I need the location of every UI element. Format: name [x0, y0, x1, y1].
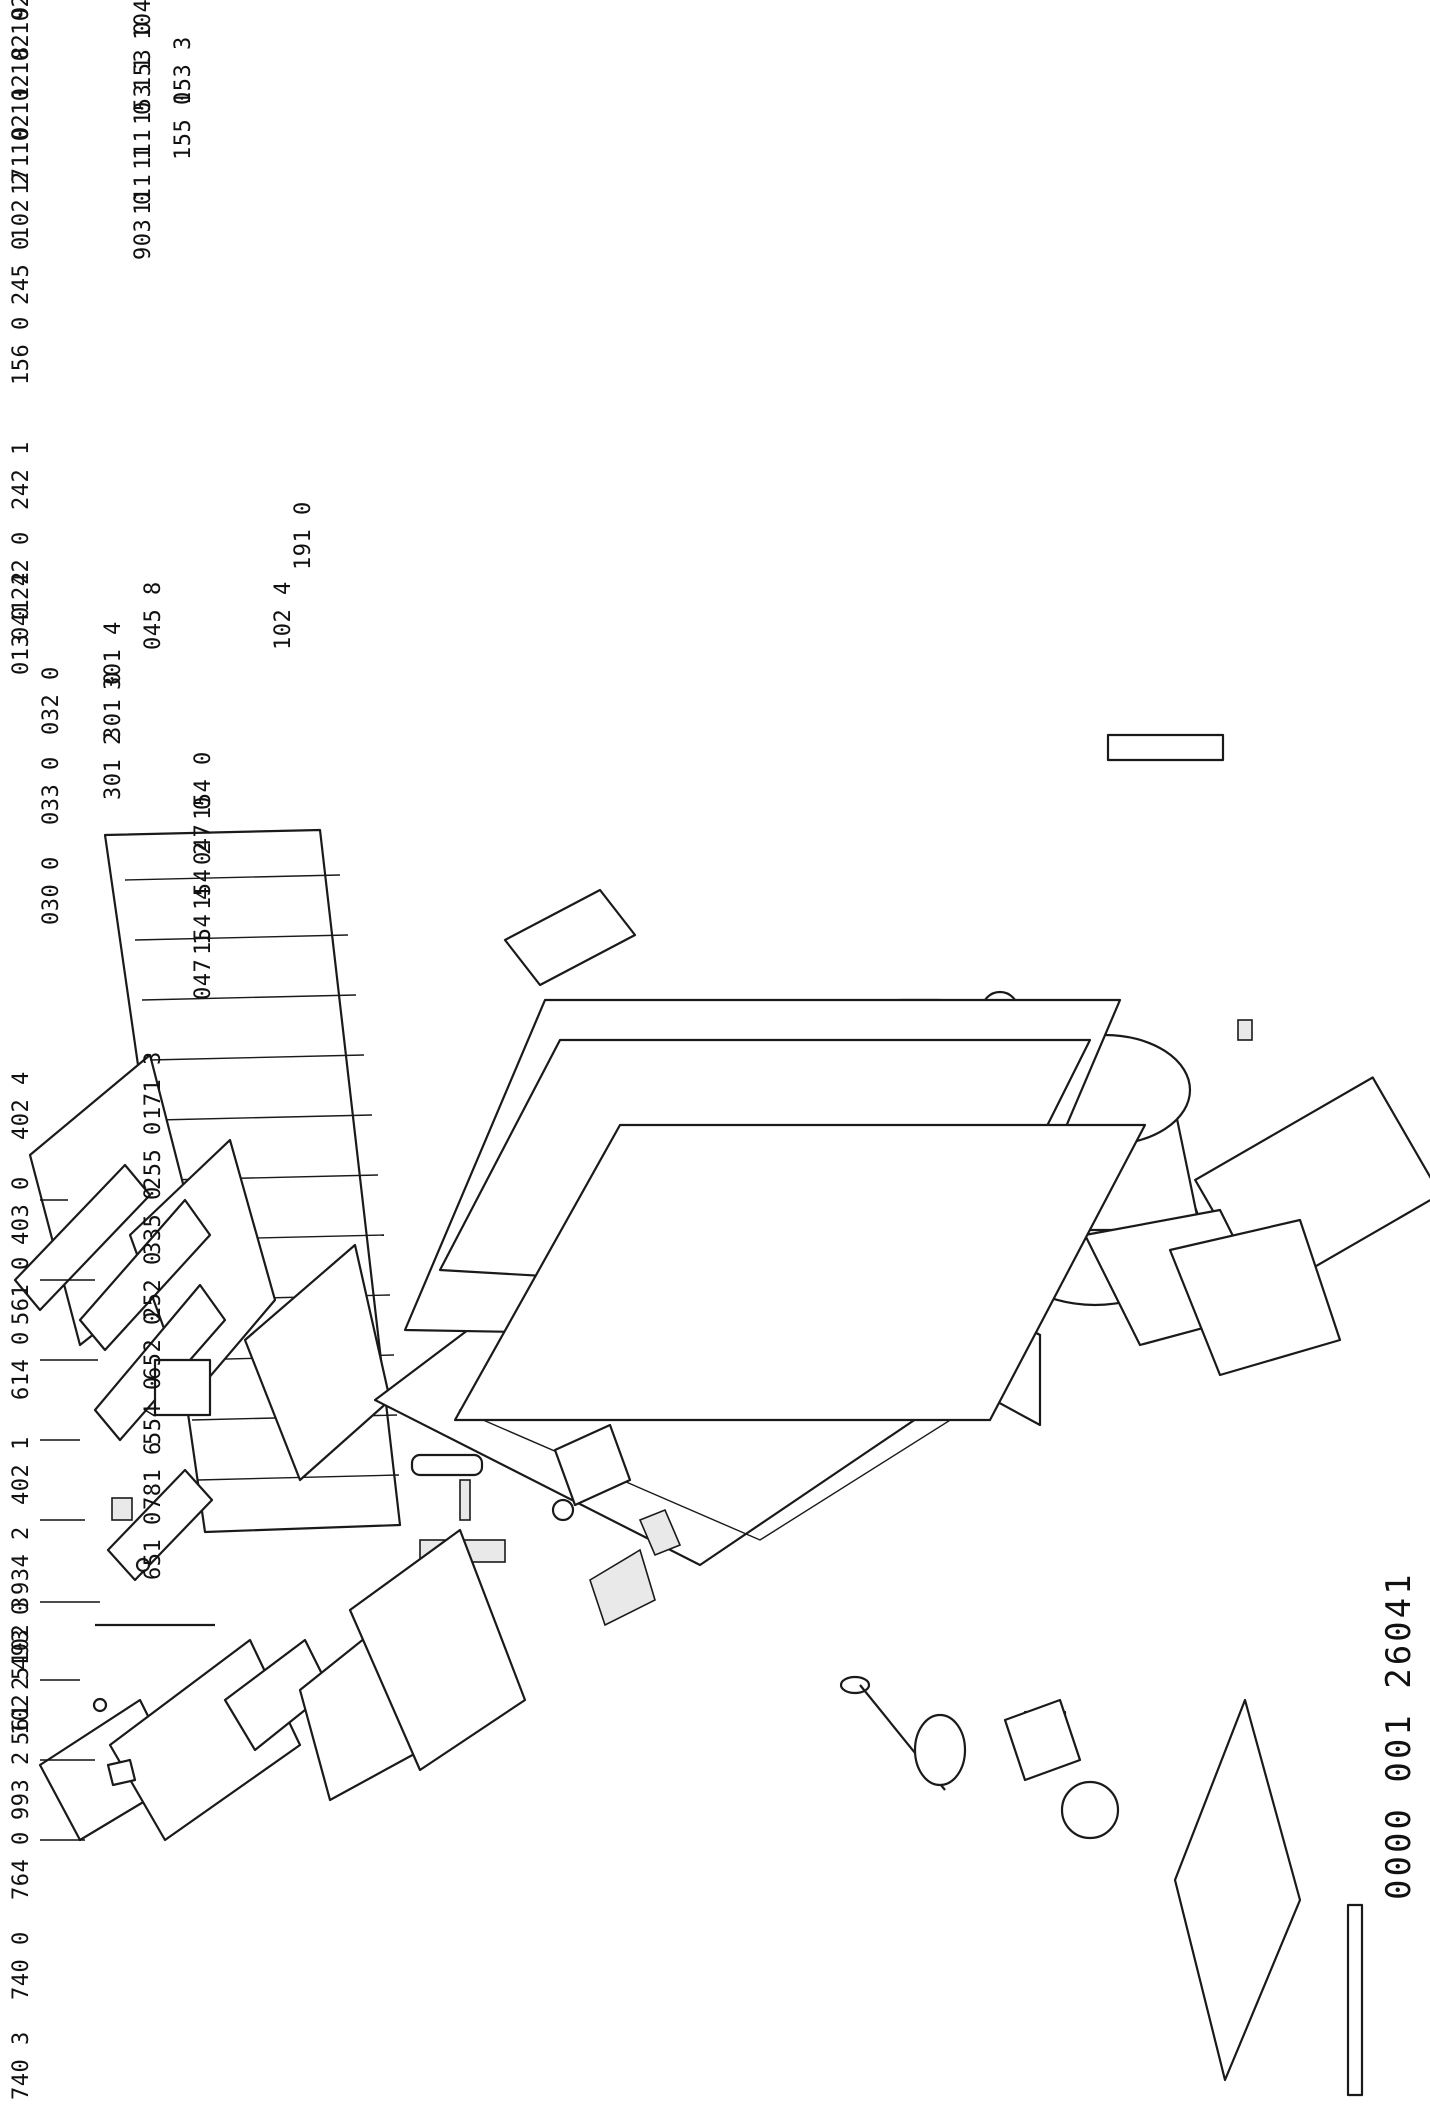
lamp-holder-part	[913, 1713, 967, 1787]
crisper-cover-part	[348, 1528, 527, 1772]
callout-labels: 740 3 740 0 764 0 993 2 561 2 493 0 934 2 402 1…	[9, 0, 316, 2100]
callout-764-0: 764 0	[9, 1831, 34, 1900]
callout-903-0: 903 0	[131, 191, 156, 260]
callout-242-1: 242 1	[9, 441, 34, 510]
callout-153-0: 153 0	[131, 21, 156, 90]
bottle-shelf-part	[106, 1468, 214, 1582]
callout-030-0: 030 0	[39, 856, 64, 925]
callout-154-0: 154 0	[191, 751, 216, 820]
callout-651-0: 651 0	[141, 1511, 166, 1580]
callout-335-0: 335 0	[141, 1186, 166, 1255]
knob-dial-part	[1060, 1780, 1120, 1840]
callout-740-0: 740 0	[9, 1931, 34, 2000]
callout-102-1: 102 1	[9, 86, 34, 155]
callout-171-0: 171 0	[9, 126, 34, 195]
callout-111-0: 111 0	[131, 101, 156, 170]
screw-part	[551, 1498, 575, 1522]
callout-301-0: 301 0	[101, 671, 126, 740]
callout-255-0: 255 0	[141, 1121, 166, 1190]
callout-041-2: 041 2	[9, 571, 34, 640]
callout-561-2: 561 2	[9, 1676, 34, 1745]
callout-047-1: 047 1	[191, 931, 216, 1000]
callout-154-4: 154 4	[191, 886, 216, 955]
callout-781-6: 781 6	[141, 1441, 166, 1510]
callout-993-2: 993 2	[9, 1751, 34, 1820]
callout-301-2: 301 2	[101, 731, 126, 800]
callout-045-8: 045 8	[141, 581, 166, 650]
callout-102-8: 102 8	[9, 46, 34, 115]
drawing-reference-number: 0000 001 26041	[1379, 1571, 1419, 1900]
door-gasket-part	[453, 1123, 1147, 1422]
callout-402-1: 402 1	[9, 1436, 34, 1505]
callout-403-0: 403 0	[9, 1176, 34, 1245]
screw-part	[135, 1557, 151, 1573]
callout-242-0: 242 0	[9, 531, 34, 600]
callout-104-0: 104 0	[131, 0, 156, 40]
callout-156-0: 156 0	[9, 316, 34, 385]
door-shelf-part	[13, 1163, 152, 1312]
retainer-part	[638, 1508, 682, 1557]
callout-102-9: 102 9	[9, 6, 34, 75]
callout-740-3: 740 3	[9, 2031, 34, 2100]
leader-lines	[40, 1199, 100, 1841]
callout-252-0: 252 0	[141, 1251, 166, 1320]
callout-402-4: 402 4	[9, 1071, 34, 1140]
callout-171-3: 171 3	[141, 1051, 166, 1120]
callout-153-3: 153 3	[171, 36, 196, 105]
drain-tube-part	[410, 1453, 484, 1477]
trim-strip-part	[1346, 1903, 1364, 2097]
clip-part	[589, 1548, 656, 1627]
egg-tray-part	[153, 1358, 212, 1417]
callout-102-4: 102 4	[271, 581, 296, 650]
callout-155-0: 155 0	[171, 91, 196, 160]
callout-493-0: 493 0	[9, 1601, 34, 1670]
glass-panel-part	[1173, 1698, 1302, 2082]
callout-047-0: 047 0	[191, 796, 216, 865]
part-illustrations	[13, 733, 1430, 2097]
callout-614-0: 614 0	[9, 1331, 34, 1400]
callout-153-1: 153 1	[131, 56, 156, 125]
callout-102-2: 102 2	[9, 171, 34, 240]
callout-652-0: 652 0	[141, 1311, 166, 1380]
callout-561-0: 561 0	[9, 1256, 34, 1325]
hinge-cover-part	[553, 1423, 632, 1507]
callout-301-4: 301 4	[101, 621, 126, 690]
screw-part	[92, 1697, 108, 1713]
callout-934-2: 934 2	[9, 1526, 34, 1595]
grommet-part	[1237, 1019, 1253, 1041]
thermostat-housing-part	[1003, 1698, 1082, 1782]
callout-191-0: 191 0	[291, 501, 316, 570]
callout-013-0: 013 0	[9, 606, 34, 675]
light-cover-part	[459, 1479, 471, 1521]
callout-102-5: 102 5	[9, 1666, 34, 1735]
callout-033-0: 033 0	[39, 756, 64, 825]
callout-554-0: 554 0	[141, 1376, 166, 1445]
gasket-strip-part	[1106, 733, 1225, 762]
stop-part	[106, 1758, 137, 1787]
callout-102-3: 102 3	[9, 1596, 34, 1665]
clip-part	[111, 1497, 133, 1521]
callout-032-0: 032 0	[39, 666, 64, 735]
callout-102-0: 102 0	[9, 0, 34, 35]
crisper-lower-part	[1168, 1218, 1342, 1377]
callout-245-0: 245 0	[9, 236, 34, 305]
callout-154-2: 154 2	[191, 841, 216, 910]
door-shelf-part	[78, 1198, 212, 1352]
callout-111-1: 111 1	[131, 146, 156, 215]
handle-part	[503, 888, 637, 987]
